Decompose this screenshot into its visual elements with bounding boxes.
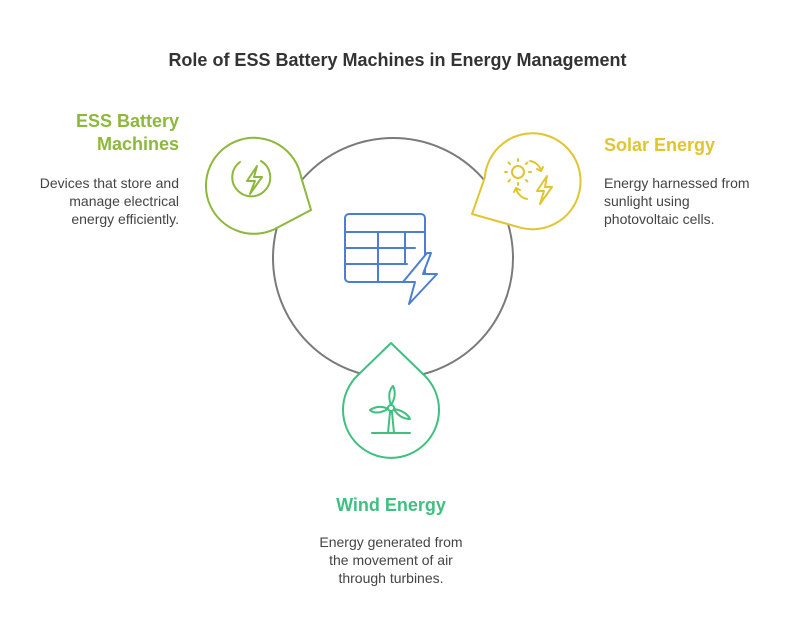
solar-desc-line2: sunlight using (604, 193, 690, 209)
wind-desc-line3: through turbines. (338, 570, 444, 586)
battery-desc-line1: Devices that store and (39, 175, 179, 191)
battery-heading-line1: ESS Battery (75, 111, 179, 131)
wind-pin (342, 342, 440, 459)
solar-heading: Solar Energy (604, 135, 716, 155)
sun-bolt-cycle-icon (504, 158, 553, 205)
battery-heading: ESS Battery Machines (76, 110, 179, 156)
main-circle (272, 137, 514, 379)
battery-pin (204, 136, 312, 235)
wind-heading: Wind Energy (336, 495, 446, 515)
page-title: Role of ESS Battery Machines in Energy M… (168, 50, 627, 70)
wind-desc-line2: the movement of air (329, 552, 453, 568)
solar-desc-line3: photovoltaic cells. (604, 211, 715, 227)
battery-bolt-icon (231, 160, 272, 198)
battery-heading-line2: Machines (96, 134, 179, 154)
battery-description: Devices that store and manage electrical… (40, 174, 179, 228)
wind-desc-line1: Energy generated from (319, 534, 463, 550)
wind-description: Energy generated from the movement of ai… (291, 533, 491, 587)
battery-desc-line2: manage electrical (69, 193, 179, 209)
grid-bolt-icon (344, 213, 438, 305)
battery-desc-line3: energy efficiently. (71, 211, 179, 227)
solar-desc-line1: Energy harnessed from (604, 175, 750, 191)
wind-turbine-icon (369, 385, 411, 434)
solar-description: Energy harnessed from sunlight using pho… (604, 174, 750, 228)
solar-pin (471, 132, 582, 231)
